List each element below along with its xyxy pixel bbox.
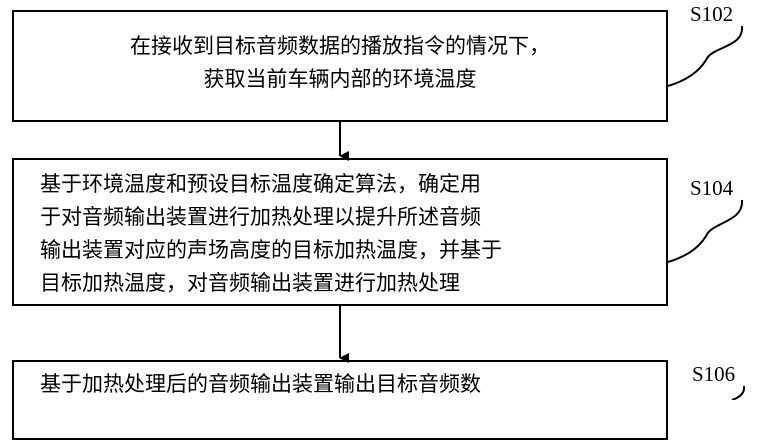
leader-curve-s102 bbox=[667, 25, 744, 87]
leader-curve-s106 bbox=[731, 385, 746, 400]
step-box-s102: 在接收到目标音频数据的播放指令的情况下， 获取当前车辆内部的环境温度 bbox=[12, 10, 668, 122]
step-line: 基于加热处理后的音频输出装置输出目标音频数 bbox=[40, 372, 481, 396]
leader-curve-s104 bbox=[667, 199, 744, 263]
step-line: 于对音频输出装置进行加热处理以提升所述音频 bbox=[40, 205, 481, 229]
connectors bbox=[339, 25, 746, 400]
step-label-s104: S104 bbox=[690, 176, 734, 200]
step-line: 目标加热温度，对音频输出装置进行加热处理 bbox=[40, 271, 460, 295]
step-text-s104: 基于环境温度和预设目标温度确定算法，确定用 于对音频输出装置进行加热处理以提升所… bbox=[14, 168, 666, 300]
step-line: 在接收到目标音频数据的播放指令的情况下， bbox=[130, 34, 550, 58]
step-line: 获取当前车辆内部的环境温度 bbox=[203, 67, 477, 91]
step-text-s102: 在接收到目标音频数据的播放指令的情况下， 获取当前车辆内部的环境温度 bbox=[14, 30, 666, 96]
step-line: 输出装置对应的声场高度的目标加热温度，并基于 bbox=[40, 238, 502, 262]
step-label-s102: S102 bbox=[690, 2, 734, 26]
step-label-s106: S106 bbox=[692, 362, 736, 386]
step-text-s106: 基于加热处理后的音频输出装置输出目标音频数 bbox=[14, 368, 666, 401]
step-box-s104: 基于环境温度和预设目标温度确定算法，确定用 于对音频输出装置进行加热处理以提升所… bbox=[12, 158, 668, 306]
step-line: 基于环境温度和预设目标温度确定算法，确定用 bbox=[40, 172, 481, 196]
